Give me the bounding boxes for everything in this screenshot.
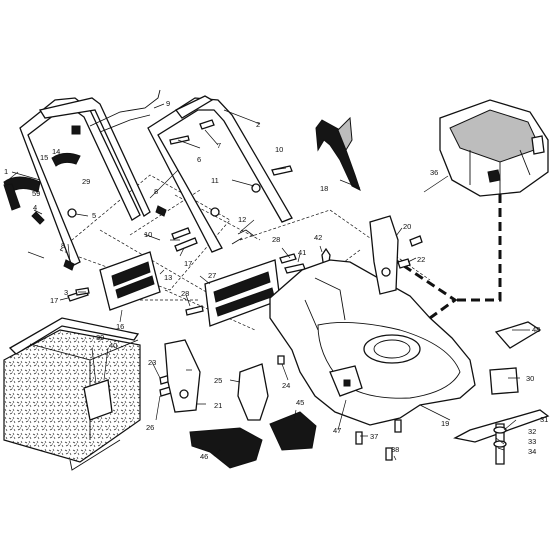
part-number-28b: 28	[181, 289, 189, 298]
part-number-29: 29	[82, 177, 90, 186]
part-number-47: 47	[333, 426, 341, 435]
control-cable	[89, 89, 161, 133]
part-number-18: 18	[320, 184, 328, 193]
side-discharge	[189, 411, 317, 469]
part-number-2: 2	[256, 120, 260, 129]
part-number-23: 23	[148, 358, 156, 367]
part-number-22: 22	[417, 255, 425, 264]
part-number-33: 33	[528, 437, 536, 446]
part-number-34: 34	[528, 447, 536, 456]
part-number-19: 19	[441, 419, 449, 428]
part-number-36: 36	[430, 168, 438, 177]
part-number-4: 4	[33, 203, 37, 212]
grip-hose	[3, 152, 81, 211]
part-number-16: 16	[116, 322, 124, 331]
part-number-30: 30	[526, 374, 534, 383]
part-number-46: 46	[200, 452, 208, 461]
part-number-17b: 17	[184, 259, 192, 268]
part-number-45: 45	[296, 398, 304, 407]
part-number-6: 6	[197, 155, 201, 164]
part-number-48: 48	[532, 325, 540, 334]
part-number-20: 20	[403, 222, 411, 231]
part-number-32: 32	[528, 427, 536, 436]
blade-assembly	[453, 321, 550, 465]
part-number-42: 42	[314, 233, 322, 242]
part-number-12: 12	[238, 215, 246, 224]
part-number-41: 41	[298, 248, 306, 257]
mower-deck	[269, 259, 476, 426]
part-number-38: 38	[391, 445, 399, 454]
engine	[439, 99, 549, 197]
part-number-17a: 17	[50, 296, 58, 305]
part-number-10a: 10	[275, 145, 283, 154]
part-number-8b: 8	[61, 241, 65, 250]
leader-lines	[7, 103, 530, 461]
handle-brackets	[99, 251, 281, 327]
part-number-7: 7	[217, 141, 221, 150]
part-number-1: 1	[4, 167, 8, 176]
part-number-15: 15	[40, 153, 48, 162]
part-number-28a: 28	[272, 235, 280, 244]
handle-upper-left	[19, 97, 151, 267]
part-number-11: 11	[211, 176, 219, 185]
part-number-8a: 8	[154, 187, 158, 196]
part-number-40: 40	[109, 341, 117, 350]
part-number-39: 39	[96, 333, 104, 342]
part-number-21: 21	[214, 401, 222, 410]
handle-upper-right	[147, 95, 293, 253]
part-number-26: 26	[146, 423, 154, 432]
part-number-37: 37	[370, 432, 378, 441]
rear-flap-bracket	[237, 363, 269, 421]
part-number-24: 24	[282, 381, 290, 390]
part-number-9: 9	[166, 99, 170, 108]
part-number-5: 5	[92, 211, 96, 220]
discharge-chute	[315, 116, 361, 191]
part-number-31: 31	[540, 415, 548, 424]
part-number-3: 3	[64, 288, 68, 297]
part-number-59: 59	[32, 189, 40, 198]
part-number-labels: 1 2 3 4 5 6 7 8 8 9 10 10 11 12 13 14 15…	[4, 99, 548, 461]
part-number-14: 14	[52, 147, 60, 156]
part-number-13: 13	[164, 273, 172, 282]
part-number-25: 25	[214, 376, 222, 385]
height-adjust-brackets	[164, 215, 399, 413]
part-number-10b: 10	[144, 230, 152, 239]
part-number-27: 27	[208, 271, 216, 280]
grass-bag	[3, 317, 141, 471]
